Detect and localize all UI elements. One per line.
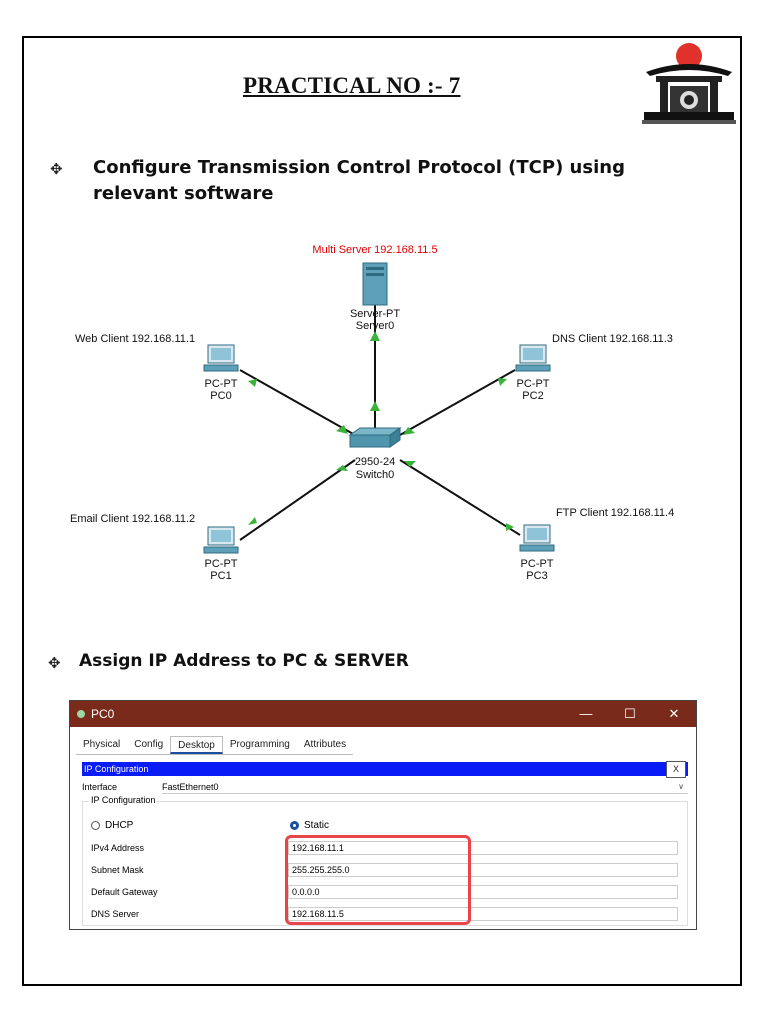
maximize-button[interactable]: ☐ — [624, 706, 636, 721]
network-topology-diagram: Multi Server 192.168.11.5 Server-PT Serv… — [70, 244, 674, 582]
link-pc3-switch — [399, 459, 521, 536]
server-icon[interactable] — [362, 262, 388, 306]
pc3-icon[interactable] — [519, 524, 555, 552]
tab-bar: Physical Config Desktop Programming Attr… — [76, 736, 354, 755]
link-pc0-switch — [239, 369, 356, 436]
default-gateway-input[interactable]: 0.0.0.0 — [288, 885, 678, 899]
link-status-arrows — [248, 331, 514, 531]
switch-icon[interactable] — [348, 427, 402, 448]
bullet-icon: ✥ — [50, 160, 63, 178]
heading-configure-tcp: Configure Transmission Control Protocol … — [93, 157, 625, 204]
pc0-icon[interactable] — [203, 344, 239, 372]
page-frame — [22, 36, 742, 986]
pc3-type-label: PC-PT — [521, 558, 554, 570]
arrow-server — [370, 331, 380, 341]
app-icon — [77, 710, 85, 718]
arrow-pc2-switch — [403, 427, 415, 435]
arrow-pc3 — [506, 523, 514, 531]
pc3-name-label: PC3 — [526, 570, 547, 582]
dns-server-input[interactable]: 192.168.11.5 — [288, 907, 678, 921]
pc0-config-window: PC0 — ☐ ✕ Physical Config Desktop Progra… — [69, 700, 697, 930]
page-title: PRACTICAL NO :- 7 — [243, 73, 461, 98]
close-button[interactable]: ✕ — [668, 706, 680, 721]
heading-assign-ip: Assign IP Address to PC & SERVER — [79, 651, 409, 671]
bullet-icon: ✥ — [48, 654, 61, 672]
server-ip-label: Multi Server 192.168.11.5 — [312, 244, 437, 256]
pc2-name-label: PC2 — [522, 390, 543, 402]
arrow-pc1 — [248, 517, 257, 525]
arrow-pc3-switch — [404, 461, 416, 467]
institution-logo — [640, 42, 738, 124]
interface-label: Interface — [82, 782, 118, 792]
arrow-pc0 — [248, 379, 257, 387]
arrow-pc2 — [498, 378, 507, 386]
server-type-label: Server-PT — [350, 308, 400, 320]
pc1-icon[interactable] — [203, 526, 239, 554]
group-label: IP Configuration — [89, 795, 158, 805]
arrow-switch-server — [370, 401, 380, 411]
link-pc2-switch — [399, 369, 516, 436]
pc1-client-label: Email Client 192.168.11.2 — [70, 513, 195, 525]
arrow-pc1-switch — [336, 465, 348, 471]
ip-config-close-button[interactable]: X — [666, 761, 686, 778]
interface-row: Interface FastEthernet0 ∨ — [82, 780, 688, 794]
ip-config-group: IP Configuration DHCP Static IPv4 Addres… — [82, 795, 688, 926]
link-pc1-switch — [239, 459, 356, 541]
window-title: PC0 — [91, 707, 115, 721]
static-label: Static — [304, 820, 330, 831]
radio-off-icon — [91, 820, 100, 830]
dhcp-label: DHCP — [105, 820, 134, 831]
minimize-button[interactable]: — — [579, 706, 593, 721]
interface-value: FastEthernet0 — [162, 782, 219, 792]
window-titlebar: PC0 — ☐ ✕ — [70, 701, 696, 727]
pc3-client-label: FTP Client 192.168.11.4 — [556, 507, 674, 519]
default-gateway-label: Default Gateway — [91, 887, 158, 897]
ipv4-label: IPv4 Address — [91, 843, 145, 853]
dns-server-label: DNS Server — [91, 909, 140, 919]
interface-select[interactable]: FastEthernet0 ∨ — [162, 780, 688, 794]
tab-programming[interactable]: Programming — [229, 739, 290, 750]
pc2-type-label: PC-PT — [517, 378, 550, 390]
tab-attributes[interactable]: Attributes — [303, 739, 347, 750]
subnet-mask-input[interactable]: 255.255.255.0 — [288, 863, 678, 877]
chevron-down-icon: ∨ — [678, 782, 684, 791]
static-radio[interactable]: Static — [290, 820, 329, 831]
ipv4-input[interactable]: 192.168.11.1 — [288, 841, 678, 855]
switch-type-label: 2950-24 — [355, 456, 395, 468]
highlight-box — [285, 835, 471, 925]
tab-config[interactable]: Config — [134, 739, 164, 750]
arrow-pc0-switch — [336, 425, 348, 434]
subnet-mask-label: Subnet Mask — [91, 865, 144, 875]
radio-on-icon — [290, 820, 299, 830]
ip-config-header: IP Configuration — [82, 762, 688, 776]
tab-desktop[interactable]: Desktop — [170, 736, 223, 754]
pc0-type-label: PC-PT — [205, 378, 238, 390]
server-name-label: Server0 — [356, 320, 395, 332]
pc2-client-label: DNS Client 192.168.11.3 — [552, 333, 673, 345]
switch-name-label: Switch0 — [356, 469, 395, 481]
dhcp-radio[interactable]: DHCP — [91, 820, 133, 831]
links — [239, 295, 521, 541]
pc2-icon[interactable] — [515, 344, 551, 372]
tab-physical[interactable]: Physical — [83, 739, 121, 750]
pc0-name-label: PC0 — [210, 390, 231, 402]
pc1-name-label: PC1 — [210, 570, 231, 582]
pc1-type-label: PC-PT — [205, 558, 238, 570]
pc0-client-label: Web Client 192.168.11.1 — [75, 333, 195, 345]
